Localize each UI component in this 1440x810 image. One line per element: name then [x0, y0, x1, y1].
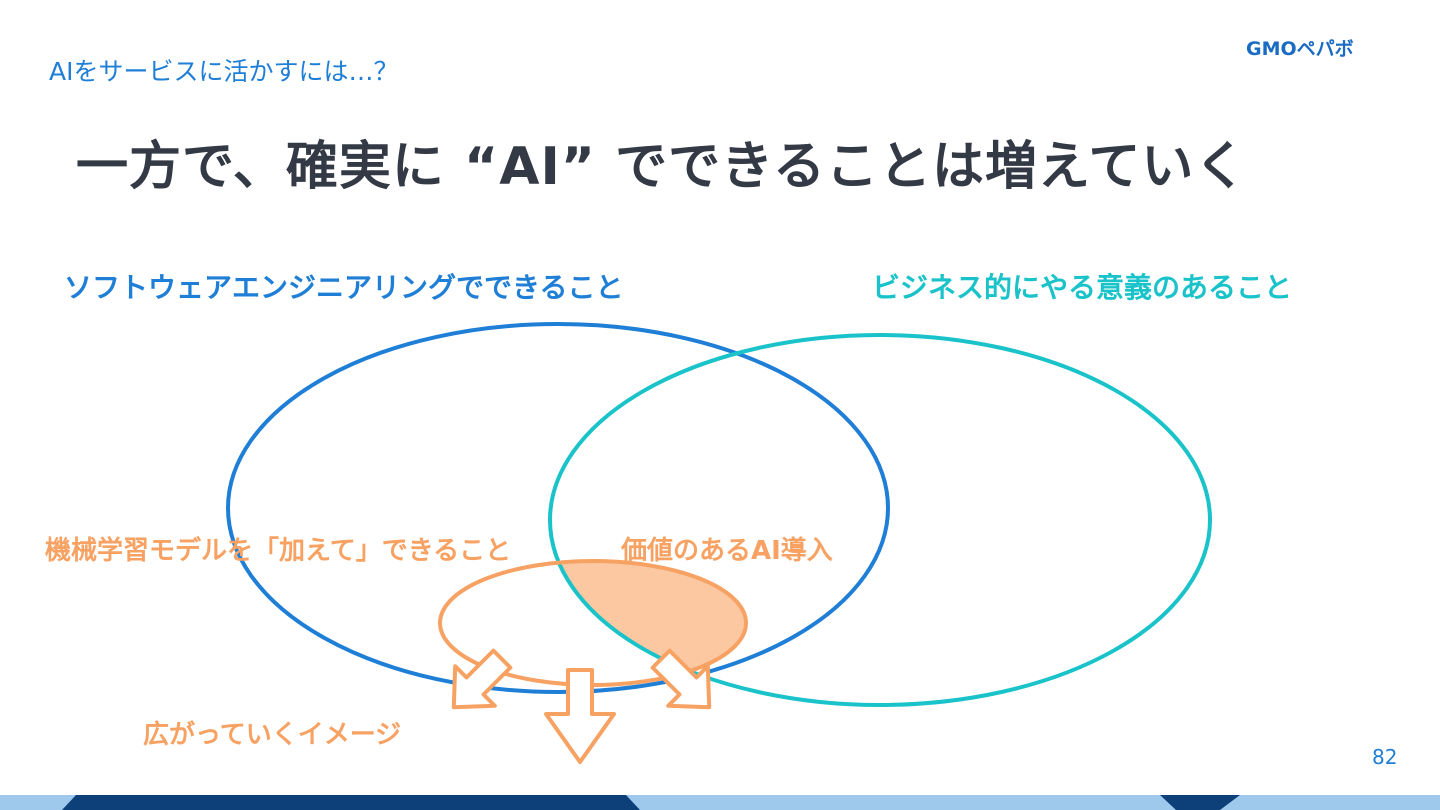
gmo-pepabo-logo: GMOペパボ — [1246, 38, 1354, 60]
valuable-ai-label: 価値のあるAI導入 — [621, 536, 833, 566]
arrow-down-icon — [544, 668, 616, 764]
page-title: 一方で、確実に “AI” でできることは増えていく — [76, 137, 1248, 197]
logo-text: GMOペパボ — [1246, 38, 1354, 60]
software-engineering-ellipse — [226, 322, 890, 694]
page-number: 82 — [1372, 745, 1398, 769]
software-engineering-set-label: ソフトウェアエンジニアリングでできること — [64, 271, 624, 304]
spreading-image-label: 広がっていくイメージ — [143, 720, 402, 750]
arrow-down-left-icon — [451, 648, 513, 710]
section-label: AIをサービスに活かすには…？ — [49, 57, 399, 86]
arrow-down-right-icon — [650, 648, 712, 710]
business-value-ellipse — [548, 333, 1212, 707]
business-value-set-label: ビジネス的にやる意義のあること — [872, 271, 1293, 304]
ml-model-label: 機械学習モデルを「加えて」できること — [45, 536, 512, 566]
footer-band — [0, 795, 1440, 810]
expansion-arrows — [451, 648, 712, 764]
